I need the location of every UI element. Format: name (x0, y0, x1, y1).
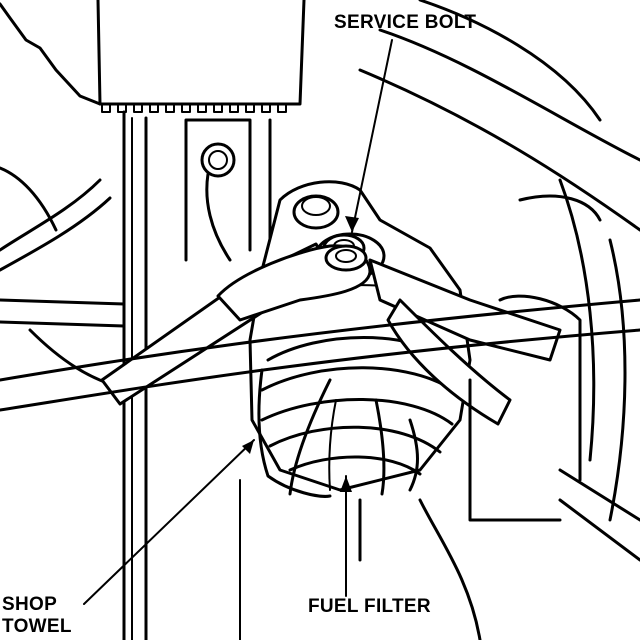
shop-towel-leader (83, 439, 255, 605)
service-bolt-label: SERVICE BOLT (334, 12, 477, 33)
lower-components (239, 294, 582, 640)
wrench (0, 242, 640, 426)
left-hoses (0, 166, 126, 390)
shop-towel-label-line2: TOWEL (2, 616, 72, 637)
shop-towel-label-line1: SHOP (2, 594, 58, 615)
service-bolt-arrowhead (345, 216, 359, 232)
fuel-filter-arrowhead (340, 476, 352, 492)
right-hoses (358, 0, 640, 562)
callout-leaders (83, 39, 393, 605)
shop-towel (257, 368, 419, 498)
service-bolt-leader (351, 39, 393, 233)
shop-towel-label: SHOP TOWEL (2, 594, 72, 638)
fuel-filter-label: FUEL FILTER (308, 596, 431, 617)
shop-towel-arrowhead (242, 440, 254, 454)
